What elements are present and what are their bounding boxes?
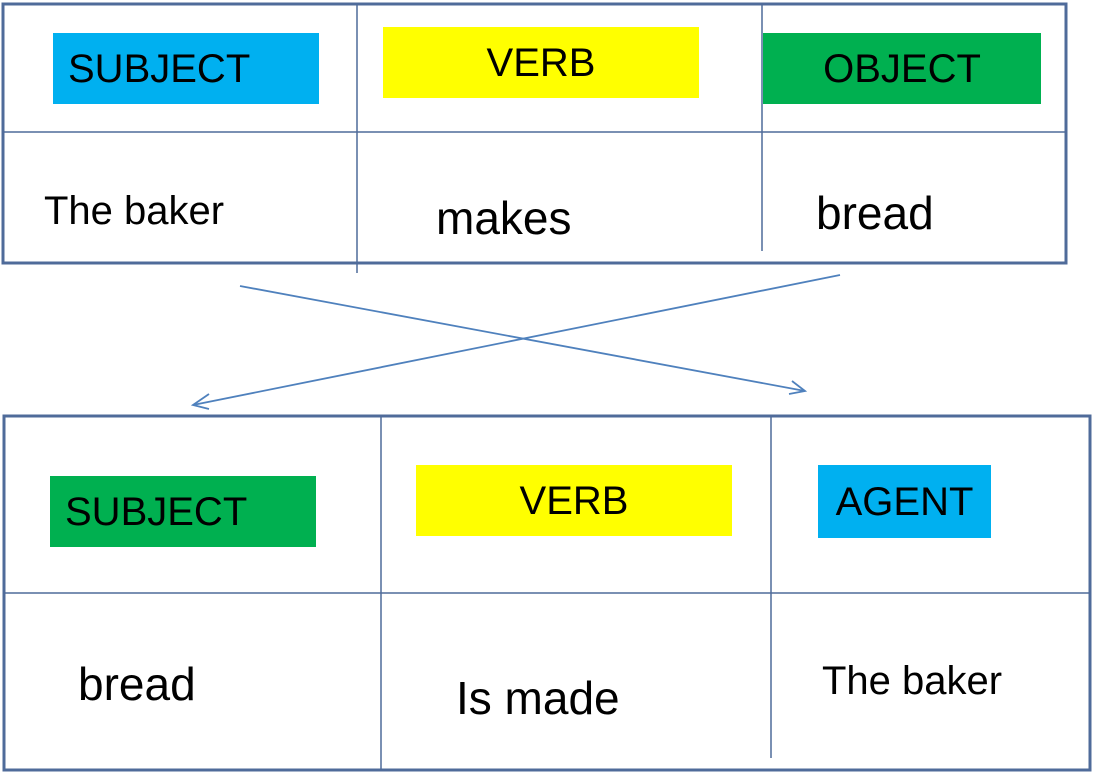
active-verb-cell: makes xyxy=(436,192,572,244)
passive-verb-label: VERB xyxy=(519,478,629,523)
arrow-subject-to-agent-head xyxy=(788,380,808,395)
active-table-border xyxy=(1,2,1068,265)
passive-agent-header: AGENT xyxy=(818,465,991,538)
active-subject-cell: The baker xyxy=(44,189,225,233)
active-object-label: OBJECT xyxy=(823,46,981,91)
transformation-arrows xyxy=(190,274,841,410)
passive-subject-header: SUBJECT xyxy=(50,476,316,547)
active-table-grid xyxy=(1,2,1068,273)
active-object-header: OBJECT xyxy=(763,33,1041,104)
passive-table-grid xyxy=(2,414,1092,772)
passive-verb-cell: Is made xyxy=(456,672,620,724)
passive-agent-cell: The baker xyxy=(822,659,1003,703)
arrow-object-to-subject xyxy=(192,274,841,406)
active-verb-label: VERB xyxy=(486,40,596,85)
active-subject-label: SUBJECT xyxy=(68,46,251,91)
arrow-object-to-subject-head xyxy=(190,393,210,410)
passive-verb-header: VERB xyxy=(416,465,732,536)
active-verb-header: VERB xyxy=(383,27,699,98)
passive-agent-label: AGENT xyxy=(835,479,974,524)
active-object-cell: bread xyxy=(816,187,934,239)
active-subject-header: SUBJECT xyxy=(53,33,319,104)
passive-subject-label: SUBJECT xyxy=(65,489,248,534)
passive-subject-cell: bread xyxy=(78,658,196,710)
